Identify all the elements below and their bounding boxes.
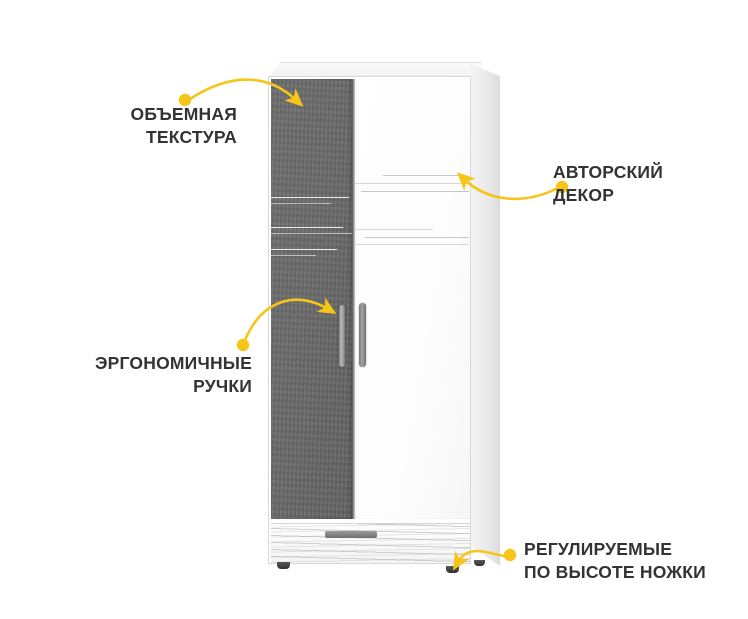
- cabinet-front-face: [268, 76, 471, 564]
- adjustable-leg-right: [446, 566, 459, 573]
- cabinet-right-side-panel: [470, 64, 500, 566]
- callout-label-legs: РЕГУЛИРУЕМЫЕ ПО ВЫСОТЕ НОЖКИ: [524, 539, 706, 583]
- door-gap-shadow: [352, 79, 355, 519]
- dark-textured-door: [271, 79, 352, 519]
- callout-dot-handles: [236, 338, 250, 352]
- callout-label-decor: АВТОРСКИЙ ДЕКОР: [553, 162, 663, 206]
- drawer-handle: [325, 531, 377, 538]
- white-decor-door: [355, 79, 470, 519]
- handle-white-door: [359, 303, 366, 367]
- callout-label-handles: ЭРГОНОМИЧНЫЕ РУЧКИ: [95, 353, 252, 397]
- callout-label-texture: ОБЪЕМНАЯ ТЕКСТУРА: [130, 104, 237, 148]
- product-wardrobe-image: [268, 62, 500, 578]
- handle-dark-door: [339, 305, 345, 367]
- callout-dot-legs: [503, 548, 517, 562]
- cabinet-top-panel: [268, 62, 482, 79]
- adjustable-leg-left: [277, 562, 290, 569]
- adjustable-leg-back-right: [474, 560, 485, 566]
- bottom-drawer: [271, 523, 470, 563]
